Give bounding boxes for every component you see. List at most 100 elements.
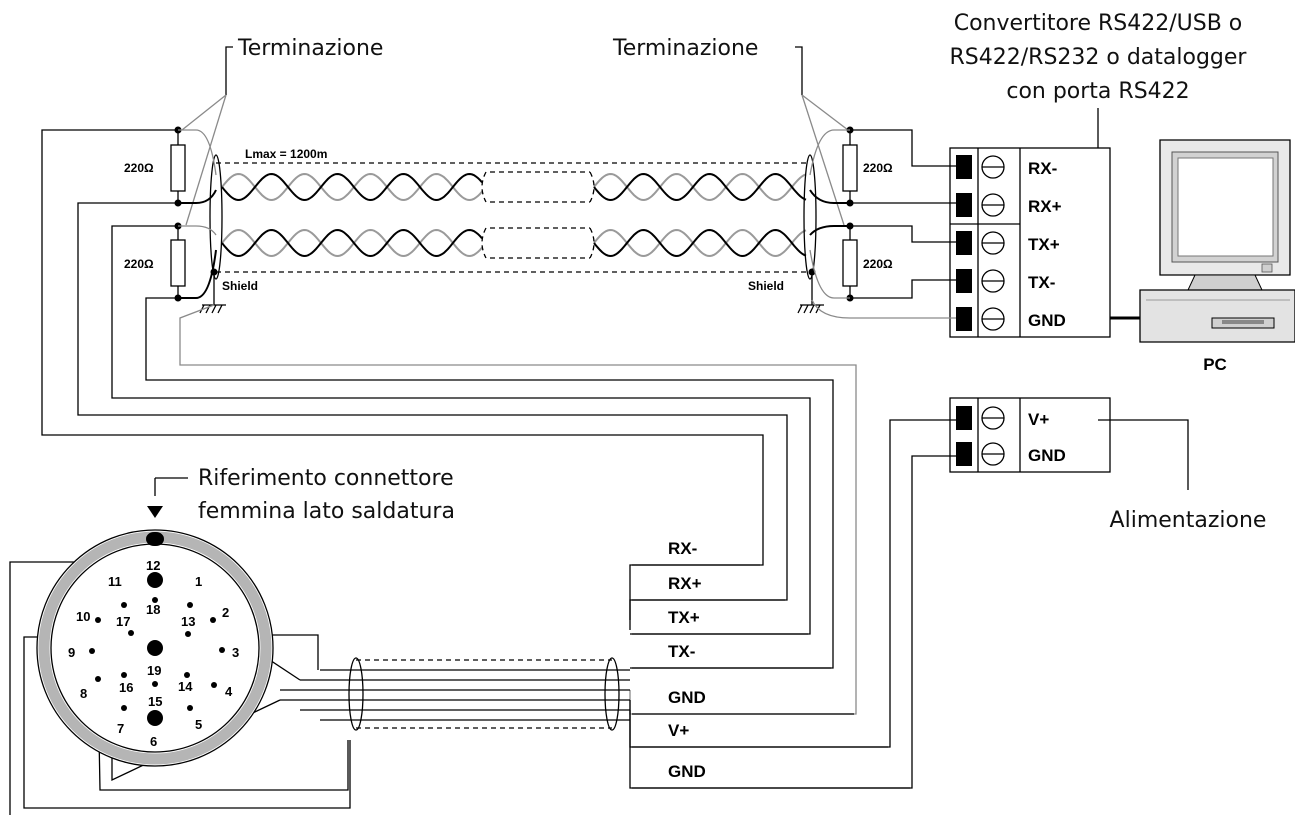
connector-pin-label: 15 [148,694,162,709]
resistor-rx-left [170,144,186,192]
connector-pin-label: 11 [108,574,122,589]
converter-terminal-label: TX- [1028,273,1055,292]
twisted-strand [221,172,483,202]
connector-pin-label: 18 [146,602,160,617]
converter-label-line1: Convertitore RS422/USB o [954,11,1243,36]
connector-pin-label: 12 [146,558,160,573]
twisted-strand [593,228,807,258]
connector-pin-10 [95,617,101,623]
connector-pin-label: 8 [80,686,87,701]
round-connector [36,529,274,767]
connector-pin-label: 16 [119,680,133,695]
converter-label-line2: RS422/RS232 o datalogger [950,45,1248,70]
resistor-tx-left [170,239,186,287]
cable-signal-labels [632,564,910,789]
shield-right-label: Shield [748,279,784,293]
twisted-strand [593,172,807,202]
connector-pin-18 [152,597,158,603]
resistor-tx-right [842,239,858,287]
connector-pin-13 [185,631,191,637]
connector-reference-line2: femmina lato saldatura [198,499,455,524]
connector-pin-label: 4 [225,684,233,699]
power-supply-terminal-label: GND [1028,446,1066,465]
connector-pin-label: 3 [232,645,239,660]
connector-pin-label: 1 [195,574,202,589]
converter-terminal-screw-block [956,155,972,179]
connector-pin-label: 6 [150,734,157,749]
power-supply-terminal-block [949,397,1111,473]
pc-computer-icon [1139,139,1295,343]
converter-terminal-screw-block [956,193,972,217]
resistor-rx-right [842,144,858,192]
termination-right-label: Terminazione [612,36,758,61]
connector-pin-label: 14 [178,679,193,694]
connector-pin-label: 13 [181,614,195,629]
cable-signal-label: TX+ [668,608,700,627]
termination-left-leader [225,46,233,95]
cable-signal-label: TX- [668,642,695,661]
resistor-label: 220Ω [124,161,154,175]
connector-pin-16 [121,672,127,678]
termination-right-leader [795,46,803,95]
connector-reference-arrow [147,506,163,518]
connector-pin-4 [211,682,217,688]
connector-pin-label: 10 [76,609,90,624]
connector-reference-line1: Riferimento connettore [198,466,454,491]
converter-terminal-label: TX+ [1028,235,1060,254]
power-supply-terminal-label: V+ [1028,410,1049,429]
twisted-strand [221,228,483,258]
connector-pin-label: 5 [195,717,202,732]
connector-pin-label: 19 [147,663,161,678]
twisted-strand [221,172,483,202]
connector-pin-7 [121,705,127,711]
cable-shield-left-end [209,154,223,280]
converter-terminal-screw-block [956,307,972,331]
cable-signal-label: GND [668,762,706,781]
converter-terminal-screw-block [956,269,972,293]
connector-pin-label: 9 [68,645,75,660]
converter-terminal-label: RX- [1028,159,1057,178]
resistor-label: 220Ω [863,257,893,271]
cable-signal-label: GND [668,688,706,707]
converter-terminal-screw-block [956,231,972,255]
connector-pin-5 [187,705,193,711]
termination-left-label: Terminazione [237,36,383,61]
cable-signal-label: V+ [668,721,689,740]
converter-label-line3: con porta RS422 [1006,79,1189,104]
left-termination-resistors [170,126,186,302]
twisted-pairs [221,172,807,258]
pc-label: PC [1203,355,1227,374]
power-supply-leader [1098,419,1189,490]
twisted-strand [593,228,807,258]
twisted-strand [593,172,807,202]
power-supply-terminal-screw-block [956,442,972,466]
converter-terminal-label: RX+ [1028,197,1062,216]
resistor-label: 220Ω [863,161,893,175]
connector-pin-1 [187,602,193,608]
connector-pin-label: 17 [116,614,130,629]
connector-pin-9 [89,648,95,654]
shield-left-label: Shield [222,279,258,293]
connector-pin-15 [152,681,158,687]
resistor-label: 220Ω [124,257,154,271]
right-termination-resistors [842,126,858,302]
cable-signal-label: RX+ [668,574,702,593]
cable-length-label: Lmax = 1200m [245,147,327,161]
connector-cable-bundle [280,657,630,731]
connector-pin-8 [95,676,101,682]
twisted-strand [221,228,483,258]
power-supply-terminal-screw-block [956,406,972,430]
connector-pin-2 [210,617,216,623]
connector-pin-label: 7 [117,721,124,736]
cable-signal-label: RX- [668,539,697,558]
connector-pin-14 [184,672,190,678]
connector-pin-17 [128,630,134,636]
connector-pin-11 [121,602,127,608]
converter-terminal-block [949,147,1111,338]
connector-pin-3 [219,647,225,653]
converter-terminal-label: GND [1028,311,1066,330]
connector-pin-label: 2 [222,605,229,620]
cable-shield-right-end [803,154,817,280]
power-supply-label: Alimentazione [1110,508,1267,533]
